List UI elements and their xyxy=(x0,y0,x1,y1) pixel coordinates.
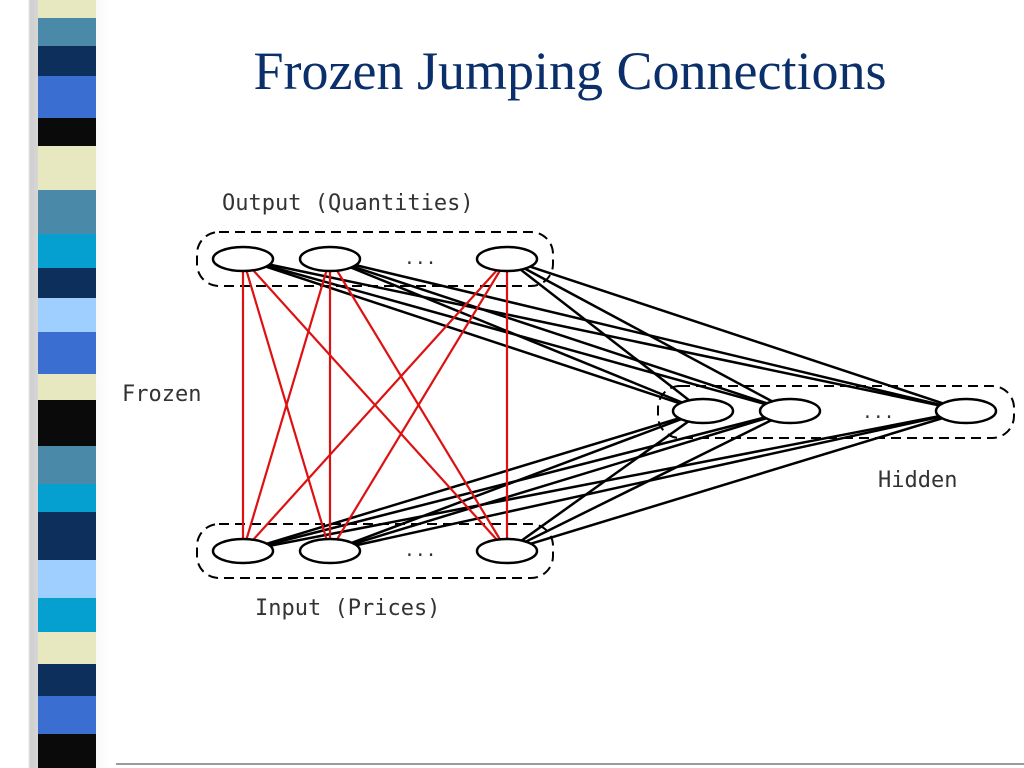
input-hidden-connection xyxy=(329,409,791,553)
input-hidden-connection xyxy=(329,409,704,553)
frozen-label: Frozen xyxy=(122,382,201,407)
input-hidden-connection xyxy=(506,409,967,553)
color-stripe xyxy=(38,560,96,598)
frozen-connections xyxy=(241,258,509,552)
output-node xyxy=(298,245,362,273)
color-stripe xyxy=(38,598,96,632)
color-stripe xyxy=(38,446,96,484)
color-stripe xyxy=(38,46,96,76)
color-stripe xyxy=(38,484,96,512)
input-label: Input (Prices) xyxy=(255,596,440,621)
output-label: Output (Quantities) xyxy=(222,191,474,216)
slide-title: Frozen Jumping Connections xyxy=(253,41,887,101)
input-node xyxy=(475,537,539,565)
color-stripe xyxy=(38,332,96,374)
color-stripe xyxy=(38,76,96,118)
trained-connections xyxy=(242,257,967,553)
color-stripe xyxy=(38,696,96,734)
output-hidden-connection xyxy=(506,257,967,413)
color-stripe xyxy=(38,190,96,234)
hidden-node xyxy=(758,397,822,425)
color-stripe xyxy=(38,632,96,664)
decorative-stripe-bar xyxy=(0,0,120,768)
bottom-rule xyxy=(116,763,1024,765)
color-stripe xyxy=(38,0,96,18)
color-stripe xyxy=(38,374,96,400)
hidden-node xyxy=(934,397,998,425)
output-ellipsis: ... xyxy=(404,248,437,269)
nodes xyxy=(211,245,998,565)
color-stripe xyxy=(38,146,96,190)
output-hidden-connection xyxy=(506,258,704,412)
color-stripe xyxy=(38,234,96,268)
color-stripe xyxy=(38,734,96,768)
output-node xyxy=(475,245,539,273)
color-stripe xyxy=(38,664,96,696)
color-stripe xyxy=(38,118,96,146)
hidden-ellipsis: ... xyxy=(862,402,895,423)
hidden-label: Hidden xyxy=(878,468,957,493)
color-stripe xyxy=(38,268,96,298)
color-stripe xyxy=(38,298,96,332)
color-stripes xyxy=(38,0,96,768)
output-hidden-connection xyxy=(329,257,704,413)
color-stripe xyxy=(38,18,96,46)
input-node xyxy=(211,537,275,565)
input-node xyxy=(298,537,362,565)
input-ellipsis: ... xyxy=(404,540,437,561)
input-hidden-connection xyxy=(506,409,704,553)
input-hidden-connection xyxy=(506,409,791,553)
frozen-jumping-connection xyxy=(329,258,508,552)
frozen-jumping-connection xyxy=(242,258,508,552)
output-hidden-connection xyxy=(329,257,791,413)
output-node xyxy=(211,245,275,273)
input-hidden-connection xyxy=(242,409,704,553)
frozen-jumping-connection xyxy=(241,258,332,552)
output-hidden-connection xyxy=(242,257,704,413)
output-hidden-connection xyxy=(506,257,791,413)
color-stripe xyxy=(38,400,96,446)
color-stripe xyxy=(38,512,96,560)
input-group-outline xyxy=(196,523,554,579)
hidden-node xyxy=(671,397,735,425)
hidden-group-outline xyxy=(657,385,1015,439)
